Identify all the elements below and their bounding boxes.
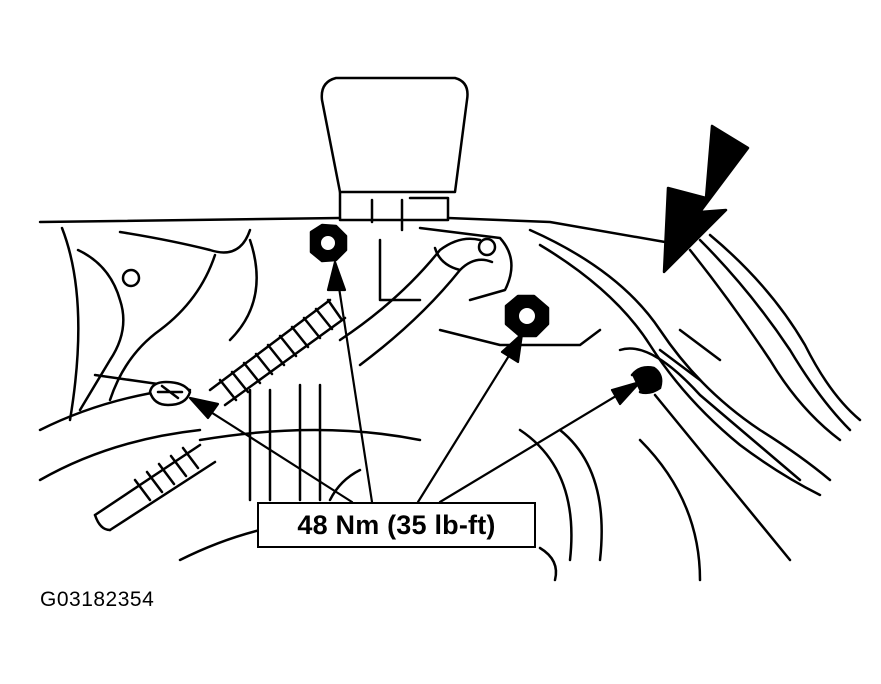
left-housing-outline xyxy=(38,226,258,482)
bolt-right xyxy=(630,366,663,395)
torque-spec-callout: 48 Nm (35 lb-ft) xyxy=(257,502,536,548)
threaded-stud-lower xyxy=(93,443,217,532)
lower-housing-outline xyxy=(178,383,702,582)
bolt-upper xyxy=(309,223,348,263)
callout-leader-lines xyxy=(188,260,642,504)
figure-id-label: G03182354 xyxy=(40,588,155,611)
threaded-stud-upper xyxy=(208,298,347,407)
bolt-left xyxy=(148,380,192,407)
bolt-center xyxy=(504,294,550,338)
upper-bracket xyxy=(320,76,469,232)
center-bracket-plate xyxy=(378,226,602,347)
panel-top-edge xyxy=(38,216,667,244)
center-tube xyxy=(338,237,494,367)
large-pointer-arrow xyxy=(662,124,750,274)
right-hose-lines xyxy=(528,228,862,562)
